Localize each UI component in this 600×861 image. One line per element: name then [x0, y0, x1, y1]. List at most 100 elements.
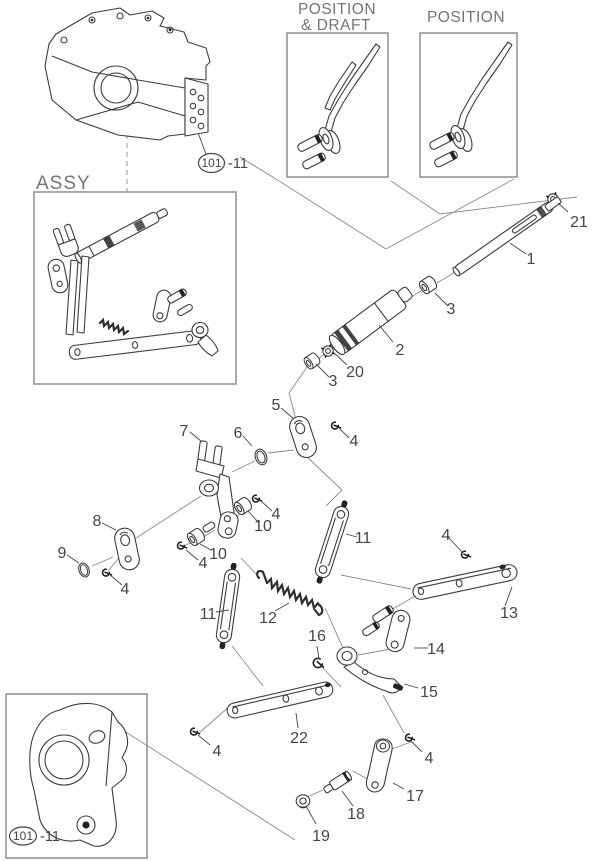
part-5-plate	[286, 413, 320, 461]
part-4-clip-b	[250, 493, 263, 505]
callout-leader-4-26	[197, 734, 211, 746]
callout-label-21-0: 21	[570, 214, 588, 231]
callout-label-17-28: 17	[406, 788, 424, 805]
housing-illustration	[44, 7, 211, 141]
callout-leader-12-18	[274, 602, 290, 612]
callout-label-19-30: 19	[312, 828, 330, 845]
part-11-link-left	[213, 561, 243, 651]
callout-label-4-26: 4	[213, 743, 222, 760]
part-12-spring	[256, 570, 324, 617]
callout-label-13-22: 13	[500, 605, 518, 622]
part-19-nut	[295, 794, 311, 809]
callout-leader-4-13	[185, 549, 199, 561]
callout-label-4-21: 4	[442, 527, 451, 544]
callout-label-22-25: 22	[290, 730, 308, 747]
callout-label-10-12: 10	[209, 546, 227, 563]
part-4-clip-c	[175, 540, 188, 552]
part-8-plate	[112, 525, 142, 573]
callout-leader-2-3	[378, 324, 394, 343]
part-6-oring	[252, 447, 270, 467]
callout-leader-5-6	[280, 407, 295, 420]
part-9-oring	[76, 561, 92, 579]
callout-label-3-5: 3	[329, 373, 338, 390]
callout-leader-22-25	[295, 712, 299, 729]
ref-top-suffix: -11	[228, 156, 248, 172]
callout-label-5-6: 5	[272, 397, 281, 414]
callout-leader-19-30	[305, 805, 317, 825]
callout-leader-17-28	[392, 782, 405, 790]
callout-leader-4-7	[338, 427, 350, 439]
callout-leader-10-12	[199, 543, 212, 551]
part-13-bar	[412, 564, 518, 600]
callout-label-14-23: 14	[427, 641, 445, 658]
position-draft-label-line2: & DRAFT	[301, 17, 371, 34]
part-4-clip-a	[329, 420, 342, 432]
callout-leader-1-1	[509, 242, 527, 255]
part-3-bushing-b	[301, 351, 323, 371]
part-10-pin	[202, 521, 216, 533]
assy-frame-label: ASSY	[36, 173, 91, 194]
part-11-link-right	[310, 497, 354, 587]
callout-leader-8-14	[101, 522, 117, 531]
callout-leader-7-9	[189, 431, 203, 443]
ref-callout-bottom: 101 -11	[8, 826, 60, 846]
callout-leader-4-27	[410, 740, 423, 753]
callout-label-8-14: 8	[93, 513, 102, 530]
callout-label-18-29: 18	[347, 806, 365, 823]
callout-label-11-20: 11	[355, 530, 372, 547]
callout-leader-4-16	[108, 573, 123, 586]
callout-leader-3-5	[315, 363, 330, 378]
assy-frame	[33, 191, 237, 385]
position-draft-lever-illustration	[296, 43, 381, 171]
part-18-pin	[323, 770, 353, 794]
part-4-clip-d	[100, 567, 113, 579]
callout-leader-13-22	[504, 586, 513, 607]
callout-leader-20-4	[332, 351, 348, 366]
callout-leader-4-21	[447, 536, 463, 553]
ref-callout-top: 101 -11	[197, 152, 248, 174]
callout-leader-11-17	[215, 609, 230, 613]
callout-leader-18-29	[341, 790, 354, 807]
callout-leader-9-15	[66, 554, 80, 564]
callout-label-7-9: 7	[180, 423, 189, 440]
callout-label-20-4: 20	[346, 364, 364, 381]
callout-label-4-27: 4	[425, 750, 434, 767]
assy-assembly-illustration	[47, 208, 219, 360]
part-3-bushing-a	[416, 274, 440, 296]
part-16-clip	[312, 657, 325, 669]
cover-illustration	[29, 702, 129, 847]
callout-leader-4-10	[260, 500, 273, 512]
callout-leader-15-24	[403, 683, 419, 689]
callout-label-2-3: 2	[396, 342, 405, 359]
callout-leader-3-2	[434, 292, 449, 307]
ref-top-number: 101	[201, 156, 221, 170]
part-4-clip-e	[459, 549, 472, 561]
part-22-bar	[226, 681, 334, 719]
callout-label-6-8: 6	[234, 425, 243, 442]
callout-leader-10-11	[247, 510, 260, 524]
part-1-shaft	[452, 196, 562, 277]
position-lever-illustration	[428, 41, 513, 169]
callout-leader-11-20	[345, 533, 358, 538]
callout-label-9-15: 9	[58, 545, 67, 562]
callout-label-3-2: 3	[447, 301, 456, 318]
part-7-fork-lever	[195, 440, 239, 539]
ref-bottom-suffix: -11	[40, 829, 60, 845]
part-4-clip-g	[403, 732, 416, 744]
position-label: POSITION	[427, 9, 505, 26]
part-14-bracket	[362, 605, 411, 653]
callout-leader-21-0	[557, 202, 569, 213]
callout-label-4-10: 4	[272, 506, 281, 523]
callout-label-4-13: 4	[199, 555, 208, 572]
ref-bottom-number: 101	[13, 829, 33, 843]
part-15-crank	[336, 646, 403, 694]
position-draft-label-line1: POSITION	[298, 1, 376, 18]
callout-label-12-18: 12	[259, 610, 277, 627]
callout-label-11-17: 11	[200, 606, 217, 623]
callout-label-15-24: 15	[420, 684, 438, 701]
callout-label-16-19: 16	[308, 628, 326, 645]
callout-label-10-11: 10	[254, 518, 272, 535]
